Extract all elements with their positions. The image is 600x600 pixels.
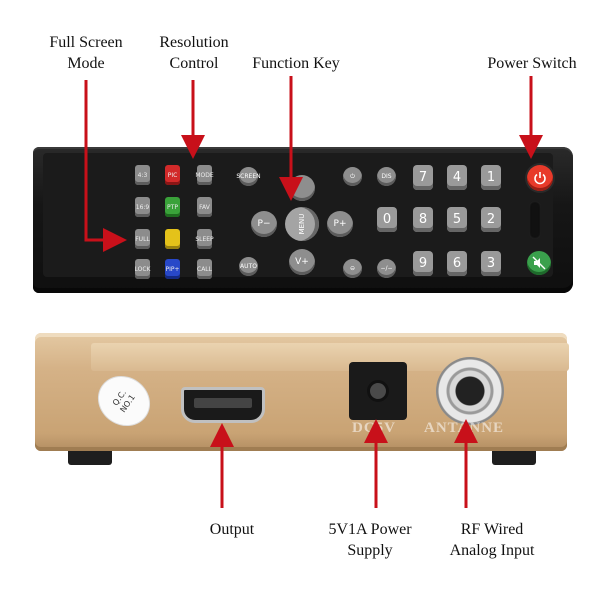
power-icon	[534, 172, 546, 185]
number-9-button[interactable]: 9	[413, 251, 433, 276]
mute-icon	[532, 256, 546, 270]
ptp-button[interactable]: PTP	[165, 197, 180, 217]
pic-button[interactable]: PIC	[165, 165, 180, 185]
fav-button[interactable]: FAV	[197, 197, 212, 217]
box-foot-right	[492, 451, 536, 465]
number-3-button[interactable]: 3	[481, 251, 501, 276]
number-1-button[interactable]: 1	[481, 165, 501, 190]
rf-antenna-input-port[interactable]	[436, 357, 504, 425]
function-key-label: Function Key	[252, 55, 340, 72]
dash-dash-button[interactable]: −/−	[377, 259, 396, 278]
remote-slot	[529, 201, 541, 239]
remote-control: 4:3 16:9 FULL LOCK PIC PTP PIP+ MODE FAV…	[33, 147, 573, 293]
power-switch-label: Power Switch	[487, 55, 577, 72]
mode-button[interactable]: MODE	[195, 165, 214, 185]
number-0-button[interactable]: 0	[377, 207, 397, 232]
dc-power-jack[interactable]	[349, 362, 407, 420]
screen-button[interactable]: SCREEN	[236, 167, 261, 186]
dpad-up-button[interactable]	[289, 175, 315, 201]
sleep-button[interactable]: SLEEP	[195, 229, 214, 249]
aspect-4-3-button[interactable]: 4:3	[135, 165, 150, 185]
number-4-button[interactable]: 4	[447, 165, 467, 190]
number-2-button[interactable]: 2	[481, 207, 501, 232]
dpad-right-button[interactable]: P+	[327, 211, 353, 237]
standby-button[interactable]: ⏻	[343, 167, 362, 186]
number-6-button[interactable]: 6	[447, 251, 467, 276]
full-screen-button[interactable]: FULL	[135, 229, 150, 249]
mute-button[interactable]	[527, 251, 551, 275]
number-5-button[interactable]: 5	[447, 207, 467, 232]
pip-plus-button[interactable]: PIP+	[165, 259, 180, 279]
lock-button[interactable]: LOCK	[135, 259, 151, 279]
power-button[interactable]	[527, 165, 553, 191]
remote-face: 4:3 16:9 FULL LOCK PIC PTP PIP+ MODE FAV…	[43, 153, 553, 279]
dis-button[interactable]: DIS	[377, 167, 396, 186]
return-button[interactable]: ⊖	[343, 259, 362, 278]
number-8-button[interactable]: 8	[413, 207, 433, 232]
call-button[interactable]: CALL	[197, 259, 212, 279]
dpad-down-button[interactable]: V+	[289, 249, 315, 275]
antenna-port-label: ANTANNE	[424, 420, 505, 436]
box-foot-left	[68, 451, 112, 465]
dpad-left-button[interactable]: P−	[251, 211, 277, 237]
auto-button[interactable]: AUTO	[239, 257, 258, 276]
dc-port-label: DC5V	[352, 420, 396, 436]
menu-button[interactable]: MENU	[285, 207, 319, 241]
hdmi-output-port[interactable]	[181, 387, 265, 423]
output-label: Output	[209, 521, 255, 538]
number-7-button[interactable]: 7	[413, 165, 433, 190]
aspect-16-9-button[interactable]: 16:9	[135, 197, 150, 217]
yellow-button[interactable]	[165, 229, 180, 249]
box-top-face	[91, 343, 569, 371]
